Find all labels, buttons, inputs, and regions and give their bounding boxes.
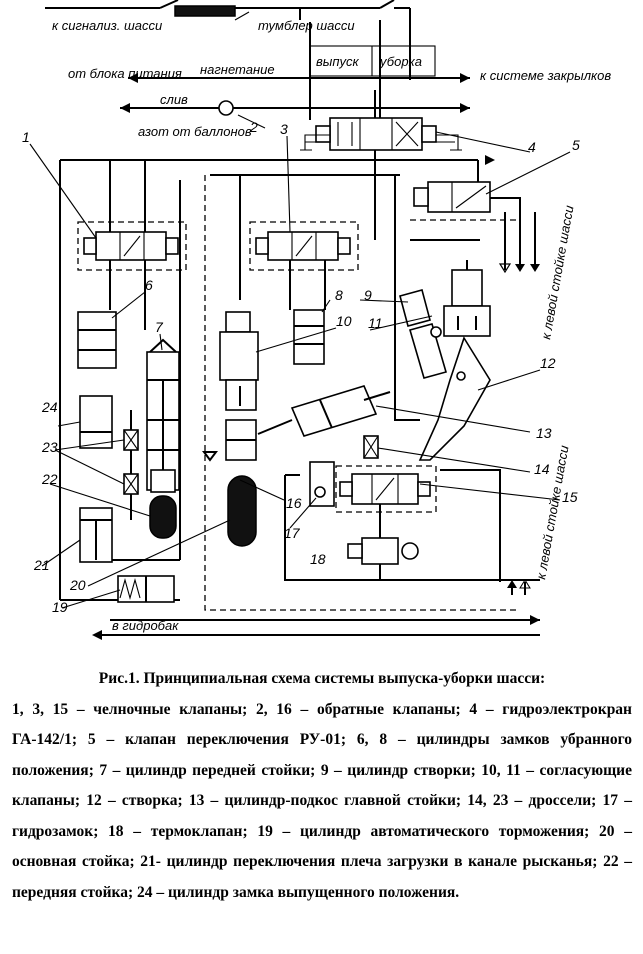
label-left-strut-top: к левой стойке шасси [538,204,576,340]
num-3: 3 [280,121,288,137]
num-21: 21 [33,557,50,573]
num-13: 13 [536,425,552,441]
num-12: 12 [540,355,556,371]
lock-cylinder-8 [293,309,325,365]
main-strut-cylinder-13 [257,385,391,437]
label-signal: к сигнализ. шасси [52,18,162,33]
num-11: 11 [368,315,383,331]
thermo-valve-18 [347,537,419,565]
caption-body: 1, 3, 15 – челночные клапаны; 2, 16 – об… [12,700,632,901]
num-23: 23 [41,439,58,455]
toggle-circuit [45,0,411,120]
num-6: 6 [145,277,153,293]
figure-caption: Рис.1. Принципиальная схема системы выпу… [12,664,632,908]
leader-lines [29,114,571,609]
num-15: 15 [562,489,578,505]
label-pressure: нагнетание [200,62,275,77]
crane-ga142 [300,90,462,240]
yaw-cylinder-21 [79,507,113,563]
num-2: 2 [249,119,258,135]
matching-valve-10 [202,311,259,547]
label-toggle: тумблер шасси [258,18,355,33]
num-10: 10 [336,313,352,329]
label-extend: выпуск [316,54,360,69]
shuttle-valve-15 [335,465,437,513]
throttle-14 [363,435,379,459]
num-19: 19 [52,599,68,615]
num-24: 24 [41,399,58,415]
caption-title: Рис.1. Принципиальная схема системы выпу… [98,670,546,687]
drain-line [120,100,470,116]
shuttle-valve-1 [77,221,187,271]
num-22: 22 [41,471,58,487]
num-17: 17 [284,525,301,541]
label-nitrogen: азот от баллонов [138,124,252,139]
num-5: 5 [572,137,580,153]
tank-return-line [92,615,540,640]
left-piping [59,159,520,611]
label-drain: слив [160,92,188,107]
num-18: 18 [310,551,326,567]
label-from-power: от блока питания [68,66,182,81]
num-8: 8 [335,287,343,303]
num-16: 16 [286,495,302,511]
num-9: 9 [364,287,372,303]
brake-cylinder-19 [117,575,175,603]
hydrolock-17 [309,461,335,507]
label-to-locks: к системе закрылков [480,68,611,83]
num-14: 14 [534,461,550,477]
shuttle-valve-3 [249,221,359,271]
hydraulic-schematic: к сигнализ. шасси тумблер шасси выпуск у… [22,0,611,640]
lock-cylinder-6 [77,311,117,369]
num-4: 4 [528,139,536,155]
pressure-line [128,73,470,83]
label-to-tank: в гидробак [112,618,179,633]
num-20: 20 [69,577,86,593]
label-retract: уборка [379,54,422,69]
matching-valve-11 [443,260,491,337]
num-7: 7 [155,319,164,335]
nose-strut-cylinder-7 [146,338,180,539]
flap-cylinder-9 [399,289,447,379]
switch-valve-ru01 [375,155,540,274]
lock-cylinder-24 [79,395,113,449]
right-piping [284,175,540,595]
num-1: 1 [22,129,30,145]
throttle-23 [123,410,139,520]
